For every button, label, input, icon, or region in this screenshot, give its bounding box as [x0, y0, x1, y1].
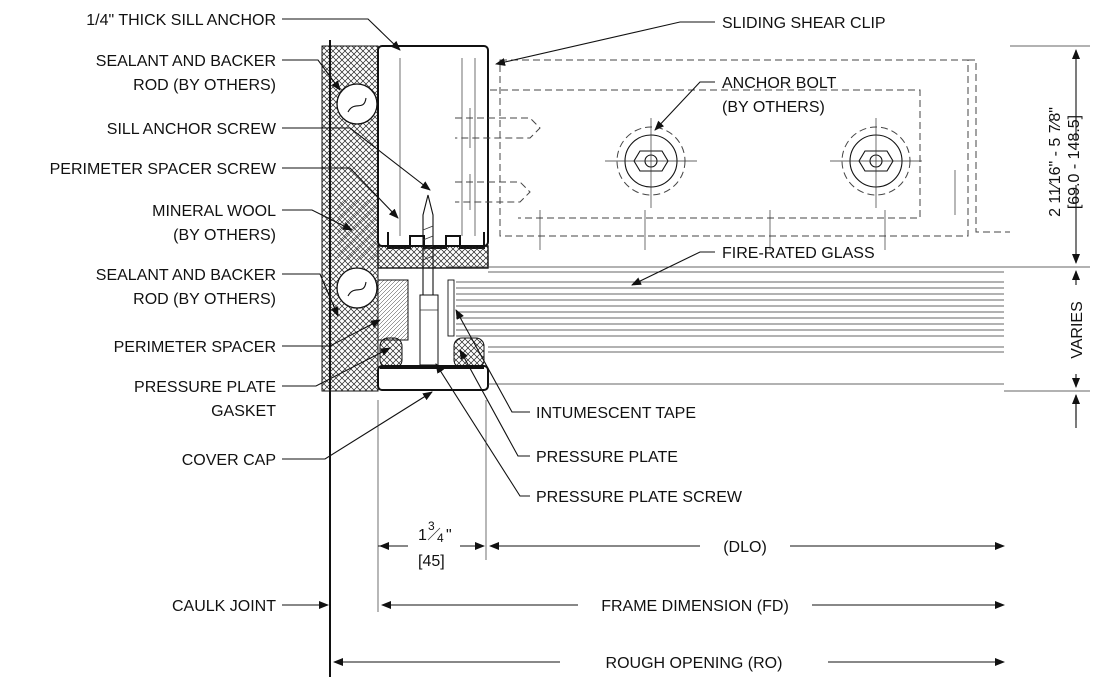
dimension-labels: 1 3 4 " [45] (DLO) FRAME DIMENSION (FD) … — [418, 107, 1086, 672]
label-sealant-top-line2: ROD (BY OTHERS) — [133, 77, 276, 94]
label-sill-anchor-screw: SILL ANCHOR SCREW — [107, 121, 277, 138]
intumescent-tape — [447, 279, 455, 337]
label-perimeter-spacer: PERIMETER SPACER — [114, 339, 276, 356]
dim-frame-depth-den: 4 — [437, 531, 444, 545]
dim-clip-height-metric: [69.0 - 148.5] — [1066, 115, 1083, 209]
label-pressure-plate-gasket-line1: PRESSURE PLATE — [134, 379, 276, 396]
backer-rod-bottom — [336, 267, 378, 309]
perimeter-spacer-block — [377, 279, 409, 341]
label-sliding-shear-clip: SLIDING SHEAR CLIP — [722, 15, 886, 32]
dim-clip-height-imperial: 2 11⁄16" - 5 7⁄8" — [1047, 107, 1064, 217]
backer-rod-top — [336, 83, 378, 125]
label-sealant-top-line1: SEALANT AND BACKER — [96, 53, 276, 70]
label-pressure-plate-gasket-line2: GASKET — [211, 403, 276, 420]
anchor-bolt-left — [605, 118, 697, 208]
label-mineral-wool-line2: (BY OTHERS) — [173, 227, 276, 244]
label-pressure-plate-screw: PRESSURE PLATE SCREW — [536, 489, 743, 506]
label-pressure-plate: PRESSURE PLATE — [536, 449, 678, 466]
mineral-wool — [338, 200, 378, 260]
label-fire-rated-glass: FIRE-RATED GLASS — [722, 245, 875, 262]
callout-labels: 1/4" THICK SILL ANCHOR SEALANT AND BACKE… — [50, 12, 886, 615]
label-sealant-bottom-line2: ROD (BY OTHERS) — [133, 291, 276, 308]
label-anchor-bolt-line2: (BY OTHERS) — [722, 99, 825, 116]
dim-frame-depth-num: 3 — [428, 519, 435, 533]
gasket-left — [379, 337, 403, 369]
dim-dlo: (DLO) — [723, 539, 767, 556]
label-sealant-bottom-line1: SEALANT AND BACKER — [96, 267, 276, 284]
label-intumescent-tape: INTUMESCENT TAPE — [536, 405, 696, 422]
anchor-bolt-right — [830, 118, 922, 208]
dimension-lines — [282, 45, 1090, 666]
dim-frame-depth-whole: 1 — [418, 527, 427, 544]
cover-cap — [377, 365, 489, 391]
pressure-plate-screw-body — [419, 294, 439, 366]
dim-frame-depth-inch-mark: " — [446, 527, 452, 544]
label-mineral-wool-line1: MINERAL WOOL — [152, 203, 276, 220]
label-caulk-joint: CAULK JOINT — [172, 598, 276, 615]
dim-frame-depth-metric: [45] — [418, 553, 445, 570]
label-anchor-bolt-line1: ANCHOR BOLT — [722, 75, 837, 92]
leaders-right — [435, 21, 715, 497]
sliding-shear-clip — [455, 59, 1010, 250]
dim-varies: VARIES — [1069, 301, 1086, 359]
fire-rated-glass-lites — [448, 266, 1004, 385]
label-cover-cap: COVER CAP — [182, 452, 276, 469]
leaders-left — [282, 18, 433, 460]
label-sill-anchor: 1/4" THICK SILL ANCHOR — [86, 12, 276, 29]
dim-frame-dimension: FRAME DIMENSION (FD) — [601, 598, 789, 615]
label-perimeter-spacer-screw: PERIMETER SPACER SCREW — [50, 161, 277, 178]
structure — [321, 40, 489, 677]
dim-rough-opening: ROUGH OPENING (RO) — [606, 655, 783, 672]
